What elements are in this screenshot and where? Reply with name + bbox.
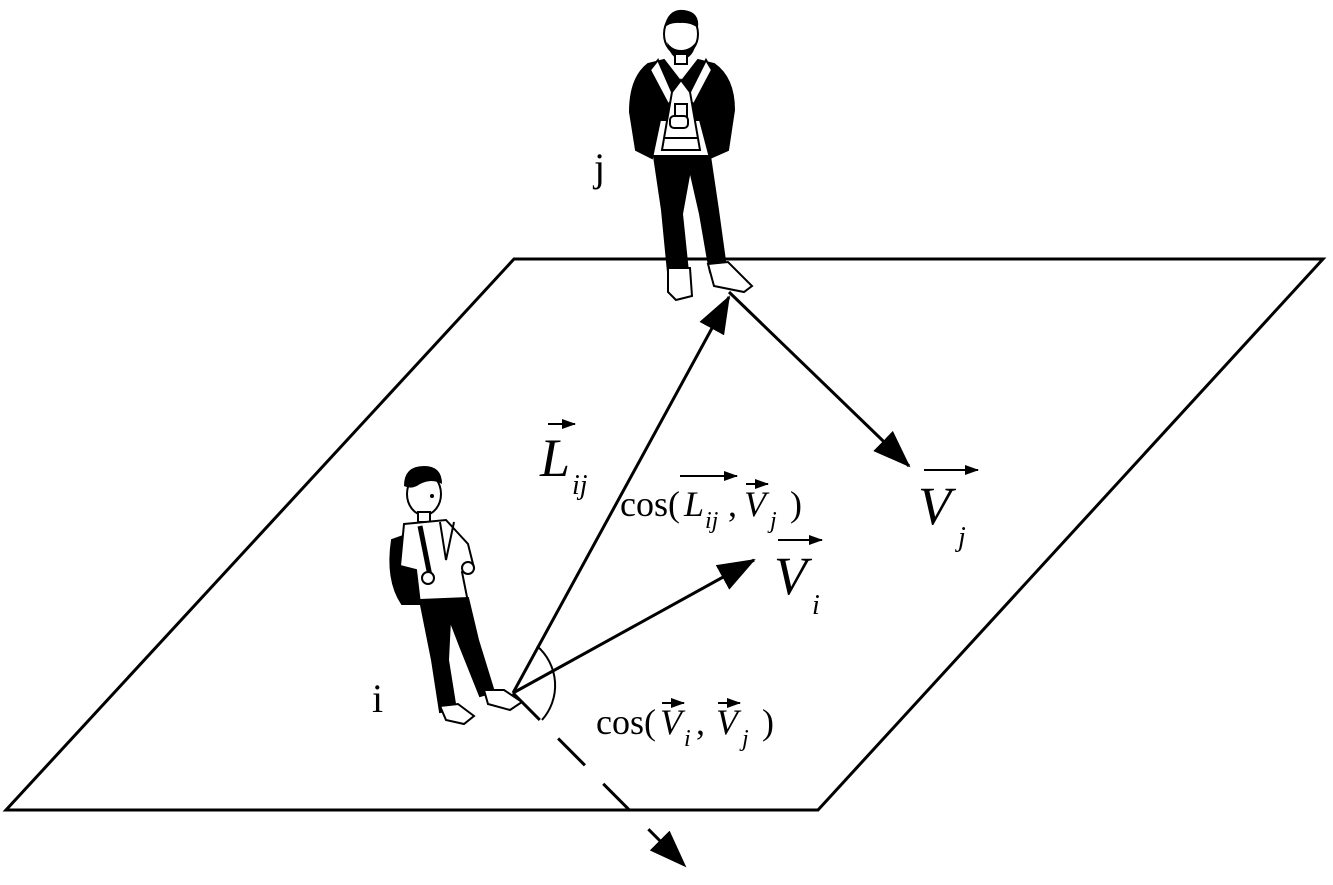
svg-text:V: V	[744, 484, 770, 524]
svg-text:i: i	[684, 726, 691, 752]
svg-text:V: V	[716, 702, 742, 742]
svg-text:cos(: cos(	[620, 484, 680, 524]
pedestrian-j-label: j	[592, 145, 605, 190]
svg-text:i: i	[812, 590, 820, 621]
vector-L-ij-arrow	[511, 295, 731, 694]
walking-student-icon	[389, 466, 524, 726]
ground-plane	[2, 257, 1327, 812]
svg-text:): )	[762, 702, 774, 742]
standing-man-with-coffee-icon	[628, 9, 754, 302]
svg-text:ij: ij	[572, 470, 588, 501]
svg-text:V: V	[660, 702, 686, 742]
svg-text:ij: ij	[705, 508, 719, 534]
svg-text:j: j	[739, 726, 749, 752]
vector-L-ij-label: L ij	[539, 419, 588, 501]
svg-text:L: L	[539, 428, 570, 488]
vector-V-j-label: V j	[918, 465, 979, 553]
svg-text:V: V	[918, 476, 957, 536]
svg-text:): )	[790, 484, 802, 524]
vector-V-i-label: V i	[774, 535, 823, 621]
vector-V-j-projection-dashed	[511, 691, 687, 868]
svg-text:j: j	[955, 522, 966, 553]
cos-L-Vj-label: cos( L ij , V j )	[620, 471, 802, 534]
cos-Vi-Vj-label: cos( V i , V j )	[596, 698, 774, 752]
svg-text:V: V	[774, 546, 813, 606]
svg-text:L: L	[683, 484, 704, 524]
svg-text:j: j	[767, 508, 777, 534]
angle-arc	[536, 645, 557, 721]
svg-text:,: ,	[696, 702, 705, 742]
svg-text:cos(: cos(	[596, 702, 656, 742]
pedestrian-i-label: i	[372, 676, 383, 721]
svg-text:,: ,	[728, 484, 737, 524]
vector-V-j-arrow	[727, 290, 911, 468]
